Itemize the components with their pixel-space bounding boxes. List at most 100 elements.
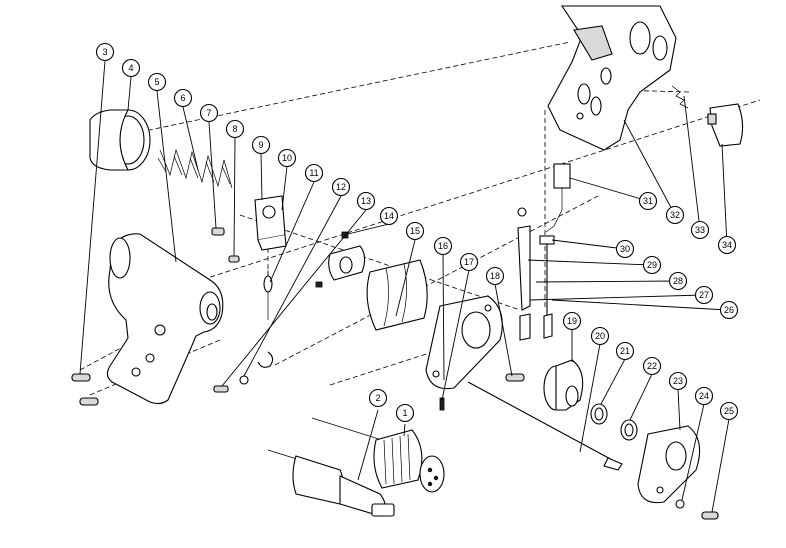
part-7-screw — [211, 227, 225, 236]
svg-text:30: 30 — [620, 244, 630, 254]
small-screw-near-15 — [315, 281, 323, 288]
svg-text:34: 34 — [722, 240, 732, 250]
svg-text:12: 12 — [336, 182, 346, 192]
svg-text:4: 4 — [128, 63, 133, 73]
part-33-spring — [671, 85, 689, 109]
callout-32: 32 — [665, 205, 685, 225]
part-2-cable-connector — [267, 449, 395, 517]
svg-text:23: 23 — [673, 376, 683, 386]
callout-26: 26 — [719, 300, 739, 320]
part-26-rod — [543, 313, 553, 339]
part-24-nut — [675, 499, 685, 509]
part-34-trigger — [707, 103, 744, 147]
callout-30: 30 — [615, 239, 635, 259]
svg-text:25: 25 — [724, 406, 734, 416]
svg-text:21: 21 — [620, 346, 630, 356]
callout-17: 17 — [459, 252, 479, 272]
svg-text:22: 22 — [647, 361, 657, 371]
svg-text:3: 3 — [102, 47, 107, 57]
callout-16: 16 — [433, 236, 453, 256]
part-11-wire-terminal — [257, 270, 274, 368]
callout-10: 10 — [277, 148, 297, 168]
part-15-sleeve — [366, 259, 428, 331]
callout-14: 14 — [379, 206, 399, 226]
callout-6: 6 — [173, 88, 193, 108]
part-10-clamp — [254, 195, 287, 251]
part-27-rod — [519, 313, 531, 341]
callout-22: 22 — [642, 356, 662, 376]
callout-3: 3 — [95, 42, 115, 62]
part-8-screw — [228, 255, 240, 263]
part-18-screw — [505, 373, 525, 382]
callout-31: 31 — [638, 191, 658, 211]
callout-1: 1 — [395, 403, 415, 423]
part-25-screw — [701, 511, 719, 520]
svg-text:24: 24 — [699, 391, 709, 401]
callout-21: 21 — [615, 341, 635, 361]
callout-33: 33 — [690, 220, 710, 240]
leader-lines — [79, 60, 730, 513]
svg-text:32: 32 — [670, 210, 680, 220]
callout-27: 27 — [694, 285, 714, 305]
callout-19: 19 — [562, 311, 582, 331]
callout-29: 29 — [642, 255, 662, 275]
callout-5: 5 — [147, 72, 167, 92]
bushing-near-14 — [328, 245, 366, 281]
callout-24: 24 — [694, 386, 714, 406]
svg-text:28: 28 — [673, 276, 683, 286]
svg-text:9: 9 — [258, 140, 263, 150]
callout-15: 15 — [405, 221, 425, 241]
svg-text:31: 31 — [643, 196, 653, 206]
callout-28: 28 — [668, 271, 688, 291]
part-20-rod — [467, 381, 623, 471]
part-1-connector-plug — [311, 417, 445, 493]
svg-text:1: 1 — [402, 408, 407, 418]
screw-lower-left — [79, 397, 99, 406]
callout-18: 18 — [485, 266, 505, 286]
svg-text:7: 7 — [206, 108, 211, 118]
callout-13: 13 — [356, 191, 376, 211]
svg-text:11: 11 — [309, 168, 318, 178]
callout-4: 4 — [121, 58, 141, 78]
callout-20: 20 — [590, 326, 610, 346]
callout-34: 34 — [717, 235, 737, 255]
callout-8: 8 — [225, 119, 245, 139]
svg-text:19: 19 — [567, 316, 577, 326]
svg-text:14: 14 — [384, 211, 394, 221]
callout-12: 12 — [331, 177, 351, 197]
svg-text:13: 13 — [361, 196, 371, 206]
svg-text:18: 18 — [490, 271, 500, 281]
svg-text:27: 27 — [699, 290, 709, 300]
svg-text:15: 15 — [410, 226, 420, 236]
svg-text:5: 5 — [154, 77, 159, 87]
svg-text:17: 17 — [464, 257, 474, 267]
part-13-screw — [213, 385, 229, 393]
svg-text:20: 20 — [595, 331, 605, 341]
svg-text:16: 16 — [438, 241, 448, 251]
part-3-screw — [71, 373, 91, 382]
part-31-contact-block — [545, 163, 571, 233]
callout-2: 2 — [368, 388, 388, 408]
svg-text:33: 33 — [695, 225, 705, 235]
part-19-insulator — [543, 359, 584, 411]
svg-text:26: 26 — [724, 305, 734, 315]
part-32-gun-body — [547, 5, 677, 151]
callout-11: 11 — [304, 163, 324, 183]
svg-text:6: 6 — [180, 93, 185, 103]
callout-9: 9 — [251, 135, 271, 155]
callout-7: 7 — [199, 103, 219, 123]
svg-text:8: 8 — [232, 124, 237, 134]
part-23-end-plate — [637, 425, 701, 504]
part-16-flange-plate — [425, 295, 503, 390]
part-22-washer — [620, 419, 638, 441]
svg-text:2: 2 — [375, 393, 380, 403]
part-5-handle-housing — [106, 233, 224, 405]
svg-text:29: 29 — [647, 260, 657, 270]
part-12-washer — [239, 375, 249, 385]
part-21-washer — [590, 403, 608, 425]
svg-text:10: 10 — [282, 153, 292, 163]
callout-25: 25 — [719, 401, 739, 421]
callout-23: 23 — [668, 371, 688, 391]
part-29-electrode — [517, 207, 531, 311]
